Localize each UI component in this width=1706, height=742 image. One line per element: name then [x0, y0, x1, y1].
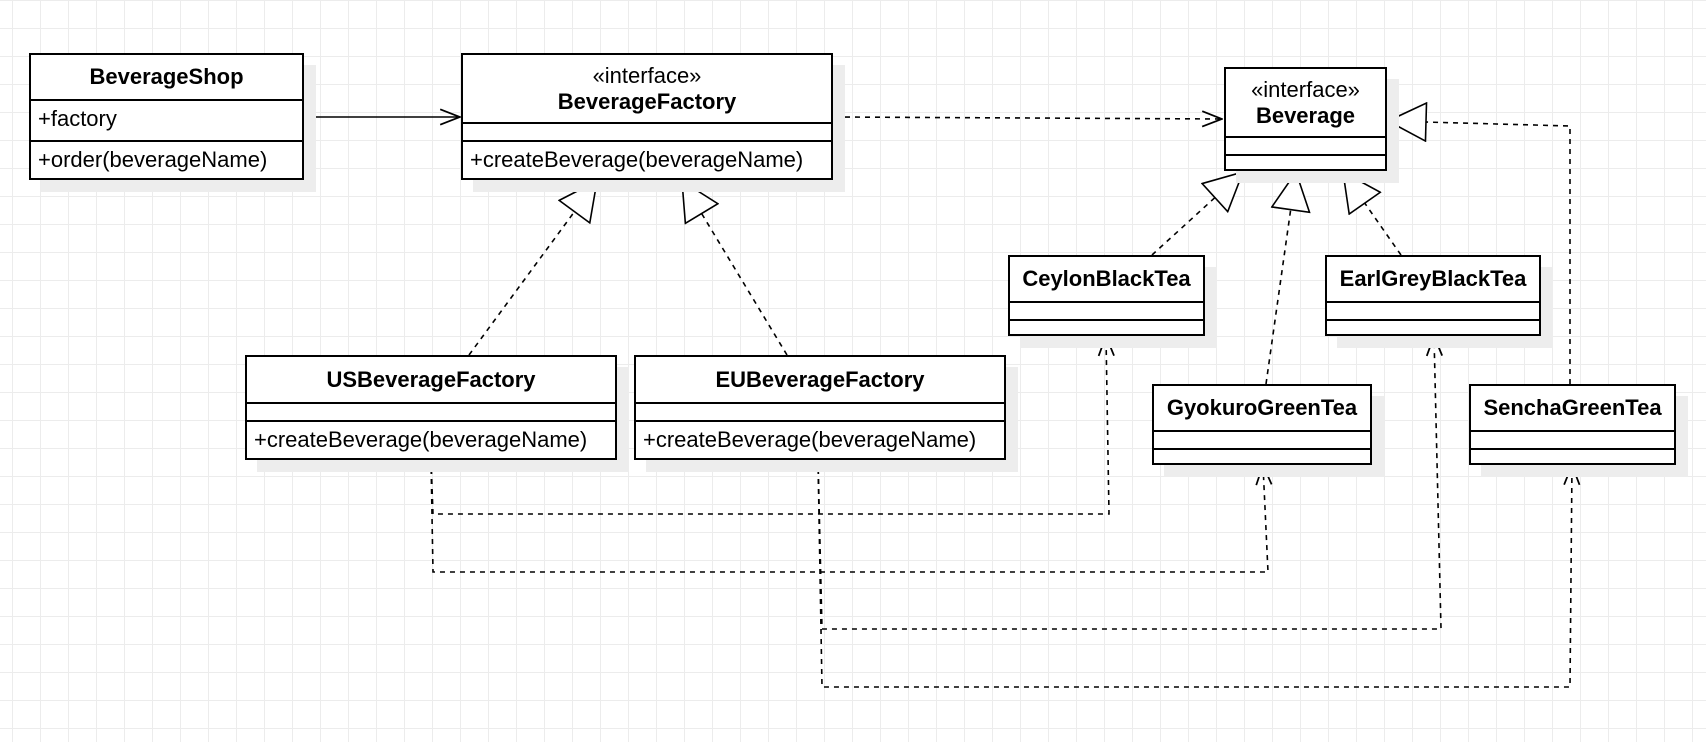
- realize-us-factory: [468, 181, 597, 356]
- attributes-section: [1154, 432, 1370, 450]
- operations-section: +order(beverageName): [31, 142, 302, 182]
- operations-section: [1471, 450, 1674, 467]
- attributes-section: [1226, 138, 1385, 156]
- class-name: GyokuroGreenTea: [1166, 395, 1358, 420]
- operations-section: +createBeverage(beverageName): [636, 422, 1004, 462]
- realize-eu-factory: [682, 181, 788, 356]
- class-beverage-factory[interactable]: «interface» BeverageFactory +createBever…: [461, 53, 833, 180]
- operations-section: [1010, 321, 1203, 338]
- class-name: CeylonBlackTea: [1022, 266, 1191, 291]
- dep-us-ceylon: [430, 336, 1109, 515]
- class-header: CeylonBlackTea: [1010, 257, 1203, 303]
- attributes-section: [463, 124, 831, 142]
- attributes-section: [1010, 303, 1203, 321]
- operations-section: +createBeverage(beverageName): [463, 142, 831, 182]
- class-us-beverage-factory[interactable]: USBeverageFactory +createBeverage(bevera…: [245, 355, 617, 460]
- operations-section: [1226, 156, 1385, 173]
- operation: +order(beverageName): [38, 147, 268, 172]
- attributes-section: [636, 404, 1004, 422]
- class-header: USBeverageFactory: [247, 357, 615, 404]
- class-sencha-green-tea[interactable]: SenchaGreenTea: [1469, 384, 1676, 465]
- class-eu-beverage-factory[interactable]: EUBeverageFactory +createBeverage(bevera…: [634, 355, 1006, 460]
- class-header: «interface» Beverage: [1226, 69, 1385, 138]
- realize-ceylon: [1151, 172, 1243, 256]
- realize-gyokuro: [1265, 172, 1296, 385]
- attribute: +factory: [38, 106, 117, 131]
- class-name: SenchaGreenTea: [1483, 395, 1662, 420]
- dep-factory-beverage: [834, 117, 1222, 119]
- class-name: BeverageFactory: [557, 88, 737, 114]
- class-name: BeverageShop: [89, 64, 244, 89]
- attributes-section: [1327, 303, 1539, 321]
- stereotype: «interface»: [1251, 76, 1360, 102]
- dep-eu-sencha: [817, 458, 1572, 688]
- class-name: USBeverageFactory: [326, 366, 536, 392]
- class-header: «interface» BeverageFactory: [463, 55, 831, 124]
- class-beverage-shop[interactable]: BeverageShop +factory +order(beverageNam…: [29, 53, 304, 180]
- class-gyokuro-green-tea[interactable]: GyokuroGreenTea: [1152, 384, 1372, 465]
- operations-section: [1154, 450, 1370, 467]
- class-header: BeverageShop: [31, 55, 302, 101]
- class-header: EUBeverageFactory: [636, 357, 1004, 404]
- class-beverage[interactable]: «interface» Beverage: [1224, 67, 1387, 171]
- attributes-section: [247, 404, 615, 422]
- attributes-section: [1471, 432, 1674, 450]
- operation: +createBeverage(beverageName): [470, 147, 804, 172]
- operations-section: +createBeverage(beverageName): [247, 422, 615, 462]
- realize-earlgrey: [1343, 172, 1402, 256]
- operation: +createBeverage(beverageName): [643, 427, 977, 452]
- class-ceylon-black-tea[interactable]: CeylonBlackTea: [1008, 255, 1205, 336]
- class-name: Beverage: [1255, 102, 1356, 128]
- class-name: EUBeverageFactory: [715, 366, 925, 392]
- stereotype: «interface»: [592, 62, 702, 88]
- attributes-section: +factory: [31, 101, 302, 142]
- realize-sencha: [1388, 121, 1571, 384]
- class-name: EarlGreyBlackTea: [1339, 266, 1527, 291]
- dep-us-gyokuro: [430, 458, 1268, 573]
- class-header: GyokuroGreenTea: [1154, 386, 1370, 432]
- class-earl-grey-black-tea[interactable]: EarlGreyBlackTea: [1325, 255, 1541, 336]
- operation: +createBeverage(beverageName): [254, 427, 588, 452]
- class-header: EarlGreyBlackTea: [1327, 257, 1539, 303]
- operations-section: [1327, 321, 1539, 338]
- class-header: SenchaGreenTea: [1471, 386, 1674, 432]
